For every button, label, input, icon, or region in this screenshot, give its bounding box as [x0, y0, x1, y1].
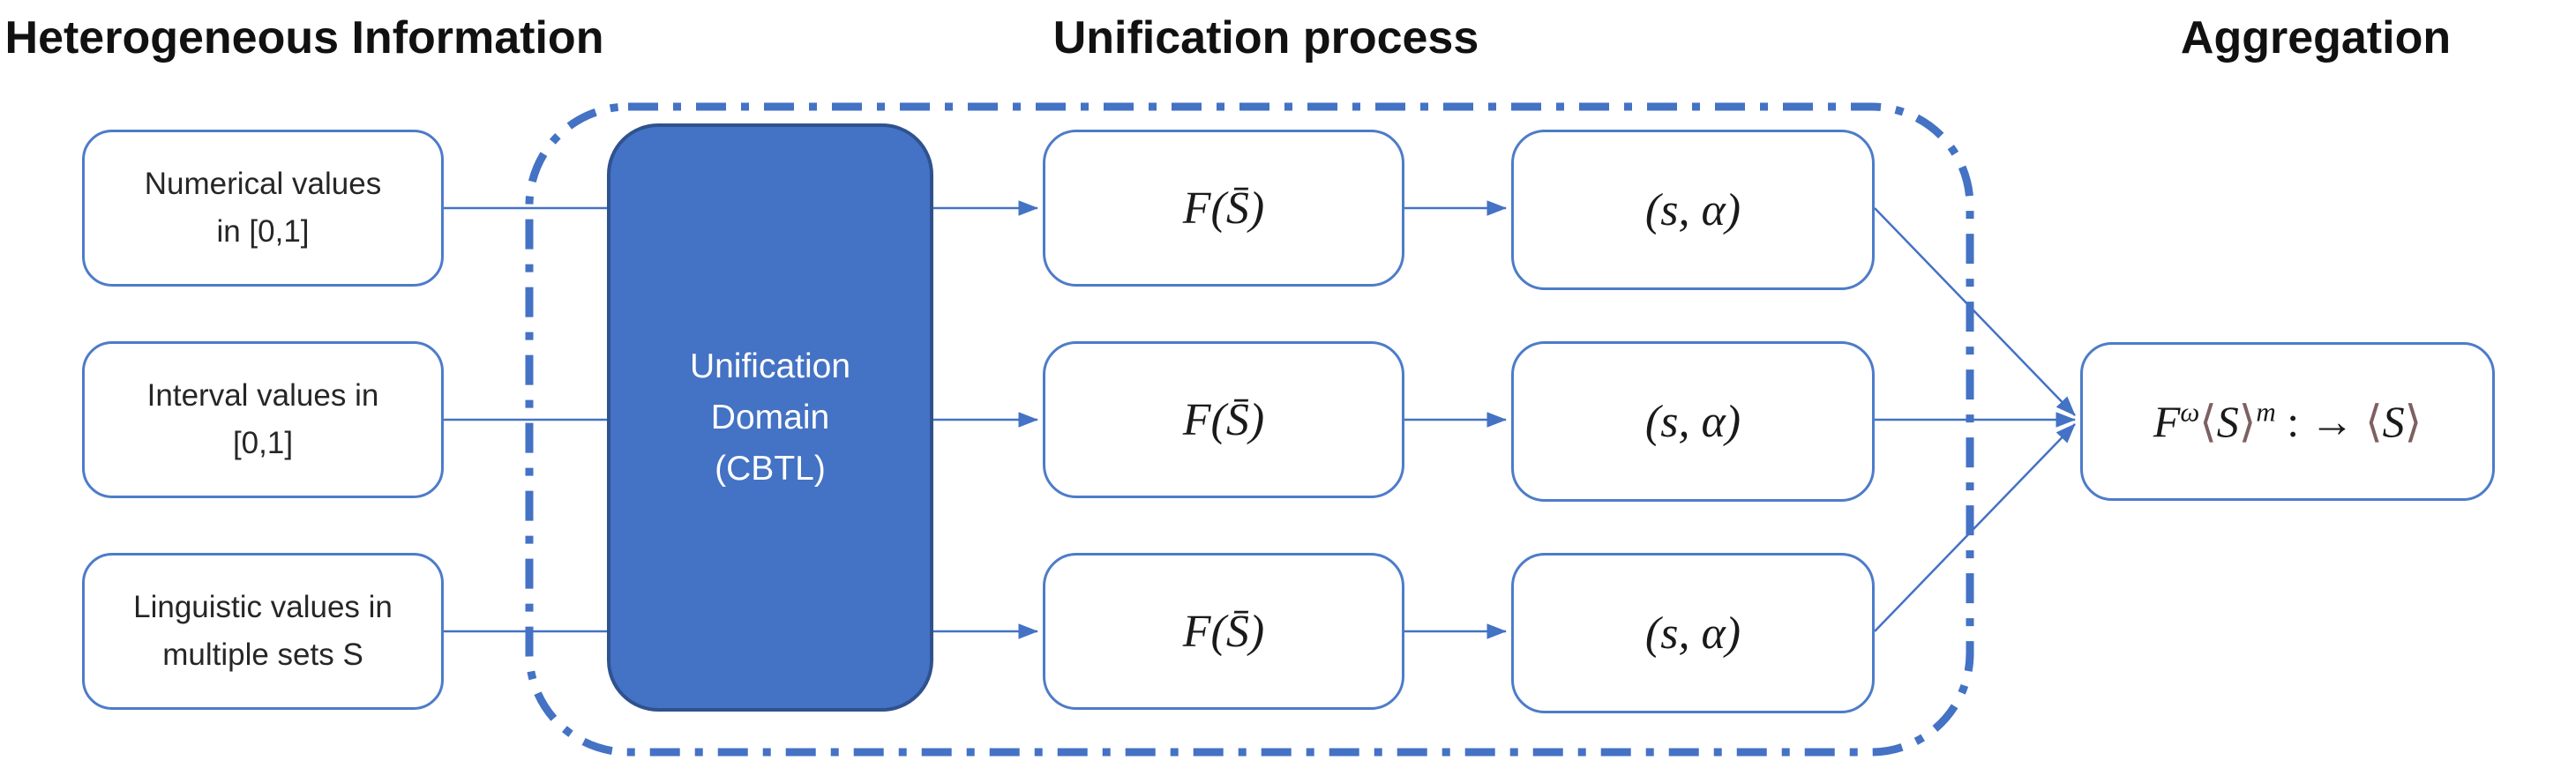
header-unification-process: Unification process: [1052, 12, 1479, 63]
s-alpha-box-1: (s, α): [1511, 130, 1875, 290]
unification-domain-line2: Domain: [710, 398, 830, 436]
aggregation-formula: Fω⟨S⟩m : → ⟨S⟩: [2153, 396, 2422, 446]
s-alpha-box-3: (s, α): [1511, 553, 1875, 713]
s-alpha-formula-1: (s, α): [1644, 184, 1741, 235]
unification-domain-box: Unification Domain (CBTL): [607, 123, 933, 712]
aggregation-formula-box: Fω⟨S⟩m : → ⟨S⟩: [2080, 342, 2495, 501]
arrow-pair1-to-aggregation: [1874, 207, 2076, 416]
unification-process-dashed-border: [525, 102, 1974, 757]
f-sbar-box-2: F(S̄): [1043, 341, 1404, 498]
input-box-interval-line2: [0,1]: [232, 426, 294, 460]
s-alpha-formula-3: (s, α): [1644, 608, 1741, 659]
input-box-numerical: Numerical values in [0,1]: [82, 130, 444, 287]
arrow-pair3-to-aggregation: [1874, 423, 2076, 632]
input-box-interval: Interval values in [0,1]: [82, 341, 444, 498]
f-sbar-formula-2: F(S̄): [1182, 394, 1265, 445]
f-sbar-box-3: F(S̄): [1043, 553, 1404, 710]
input-box-interval-line1: Interval values in: [146, 378, 379, 413]
header-heterogeneous-information: Heterogeneous Information: [4, 12, 604, 63]
unification-domain-line1: Unification: [689, 347, 851, 385]
s-alpha-formula-2: (s, α): [1644, 396, 1741, 447]
f-sbar-formula-3: F(S̄): [1182, 606, 1265, 657]
input-box-numerical-line1: Numerical values: [144, 167, 382, 201]
input-box-linguistic: Linguistic values in multiple sets S: [82, 553, 444, 710]
input-box-linguistic-line2: multiple sets S: [162, 638, 363, 672]
input-box-numerical-line2: in [0,1]: [216, 214, 310, 249]
header-aggregation: Aggregation: [2180, 12, 2452, 63]
f-sbar-formula-1: F(S̄): [1182, 183, 1265, 234]
input-box-linguistic-line1: Linguistic values in: [133, 590, 393, 624]
f-sbar-box-1: F(S̄): [1043, 130, 1404, 287]
s-alpha-box-2: (s, α): [1511, 341, 1875, 502]
unification-domain-line3: (CBTL): [715, 449, 826, 488]
